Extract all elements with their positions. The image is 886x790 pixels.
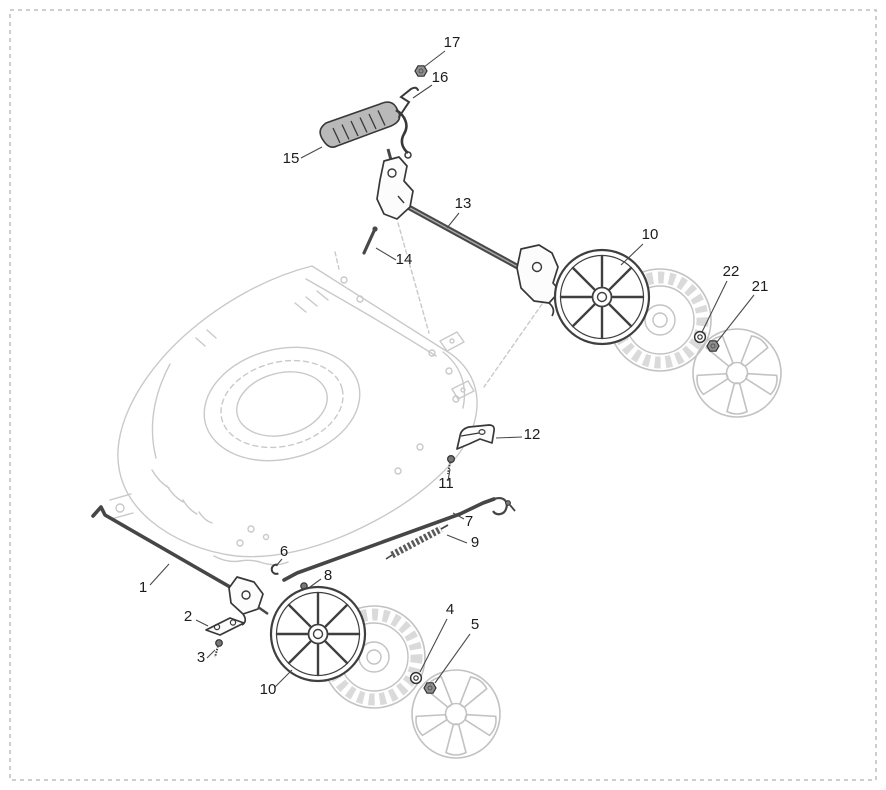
rear-wheel [553, 248, 651, 346]
callout-number: 6 [280, 543, 288, 560]
handle-grip [319, 101, 412, 159]
deck-bolt-holes [115, 276, 460, 547]
bracket-screw [447, 455, 456, 475]
callout-number: 4 [446, 601, 454, 618]
callout-11: 11 [438, 468, 454, 492]
front-wheel [269, 585, 367, 683]
callout-15: 15 [283, 146, 323, 167]
front-hub-cap [412, 670, 500, 758]
retaining-clip [270, 563, 279, 575]
callout-number: 14 [396, 251, 413, 268]
callout-17: 17 [423, 34, 461, 68]
callout-16: 16 [412, 69, 449, 99]
callout-13: 13 [446, 195, 472, 229]
callout-7: 7 [452, 512, 473, 530]
retainer-plate [205, 617, 245, 636]
callout-10-rear: 10 [620, 226, 659, 266]
callout-labels: 17 16 15 13 14 10 22 21 12 11 7 9 6 8 1 … [139, 34, 769, 698]
callout-number: 15 [283, 150, 300, 167]
callout-number: 13 [455, 195, 472, 212]
page-dashed-border [9, 9, 877, 781]
rear-axle-assembly [376, 148, 561, 317]
mower-deck-ghost [109, 222, 543, 566]
plate-screw [214, 639, 223, 658]
clevis-pin [362, 226, 378, 255]
callout-2: 2 [184, 608, 209, 627]
callout-number: 5 [471, 616, 479, 633]
callout-8: 8 [309, 567, 332, 588]
callout-number: 12 [524, 426, 541, 443]
callout-5: 5 [434, 616, 479, 684]
callout-21: 21 [716, 278, 769, 343]
callout-12: 12 [495, 426, 541, 443]
callout-22: 22 [701, 263, 740, 333]
callout-9: 9 [446, 534, 479, 551]
callout-number: 9 [471, 534, 479, 551]
callout-number: 7 [465, 513, 473, 530]
callout-14: 14 [375, 247, 413, 268]
front-axle [91, 505, 269, 626]
callout-number: 3 [197, 649, 205, 666]
front-flange-nut [423, 682, 437, 694]
callout-number: 10 [642, 226, 659, 243]
callout-1: 1 [139, 563, 170, 596]
rear-hub-cap [693, 329, 781, 417]
callout-number: 8 [324, 567, 332, 584]
callout-number: 2 [184, 608, 192, 625]
callout-10-front: 10 [260, 669, 293, 698]
callout-number: 21 [752, 278, 769, 295]
callout-number: 22 [723, 263, 740, 280]
callout-number: 10 [260, 681, 277, 698]
rear-flange-nut [706, 340, 720, 352]
tension-spring [385, 524, 449, 560]
callout-3: 3 [197, 649, 216, 666]
flange-nut-top [414, 65, 428, 77]
callout-number: 17 [444, 34, 461, 51]
adjuster-link-rod [282, 497, 516, 582]
torsion-clip [398, 86, 419, 118]
front-washer [409, 671, 423, 685]
callout-number: 16 [432, 69, 449, 86]
callout-number: 1 [139, 579, 147, 596]
callout-6: 6 [275, 543, 288, 567]
callout-number: 11 [438, 475, 454, 492]
support-bracket [456, 424, 495, 450]
rear-washer [693, 330, 707, 344]
callout-4: 4 [419, 601, 454, 673]
